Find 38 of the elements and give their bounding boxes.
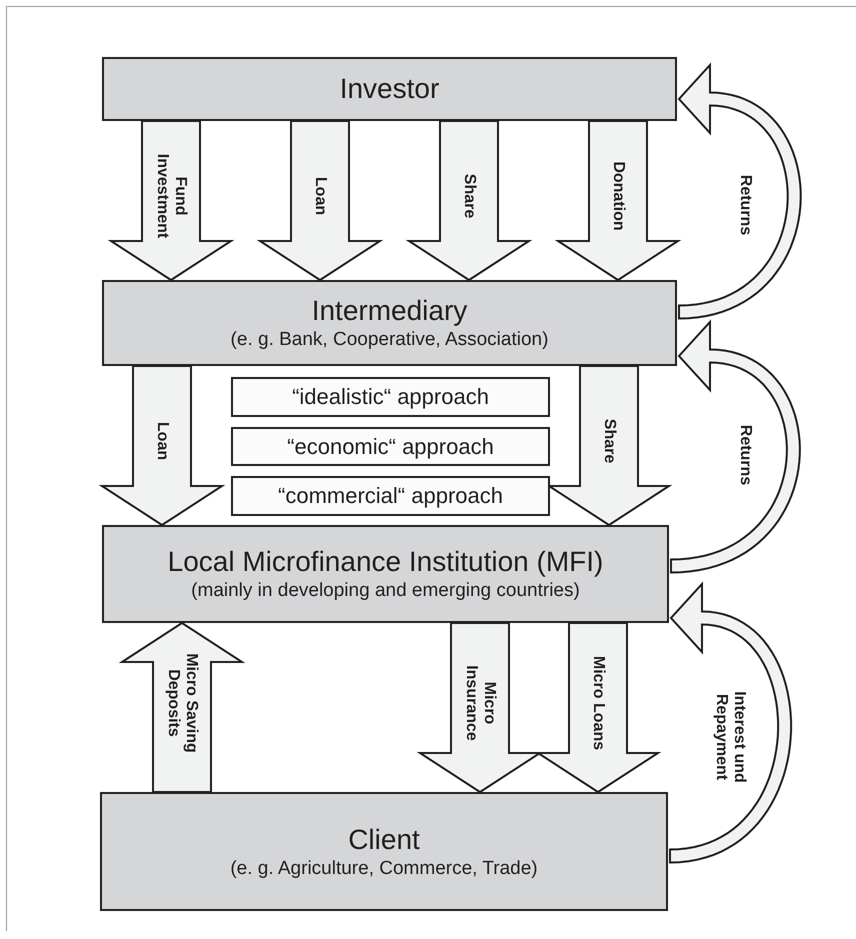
edge-label: Share: [600, 417, 618, 465]
approach-box: [231, 377, 550, 417]
block-arrow: [554, 120, 682, 282]
box-label: “idealistic“ approach: [292, 384, 489, 410]
approach-box: [231, 427, 550, 466]
box-subtitle: (e. g. Bank, Cooperative, Association): [230, 328, 548, 352]
box-title: Local Microfinance Institution (MFI): [168, 545, 604, 579]
curved-arrow: [669, 581, 792, 864]
block-arrow: [108, 120, 234, 282]
box-subtitle: (mainly in developing and emerging countries): [191, 579, 580, 603]
block-arrow: [118, 622, 246, 793]
entity-box: [102, 280, 677, 366]
entity-box: [100, 792, 668, 911]
block-arrow: [98, 365, 226, 526]
box-title: Intermediary: [312, 294, 468, 328]
edge-label: Loan: [153, 420, 171, 462]
box-subtitle: (e. g. Agriculture, Commerce, Trade): [230, 856, 538, 880]
edge-label: Returns: [736, 174, 754, 238]
edge-label: Interest und Repayment: [712, 690, 748, 785]
curved-arrow: [670, 319, 801, 574]
entity-box: [102, 525, 669, 623]
edge-label: Returns: [736, 424, 754, 488]
box-label: “commercial“ approach: [278, 483, 503, 509]
edge-label: Loan: [311, 175, 329, 217]
edge-label: Donation: [609, 160, 627, 232]
edge-label: Share: [460, 172, 478, 220]
edge-label: Micro Saving Deposits: [164, 652, 200, 754]
edge-label: Micro Insurance: [462, 664, 498, 742]
box-title: Investor: [340, 72, 440, 106]
edge-label: Fund Investment: [153, 152, 189, 240]
approach-box: [231, 476, 550, 516]
entity-box: [102, 57, 677, 121]
edge-label: Micro Loans: [589, 654, 607, 752]
box-title: Client: [348, 822, 420, 856]
box-label: “economic“ approach: [287, 434, 494, 460]
curved-arrow: [678, 62, 802, 320]
block-arrow: [256, 120, 384, 282]
block-arrow: [406, 120, 532, 282]
